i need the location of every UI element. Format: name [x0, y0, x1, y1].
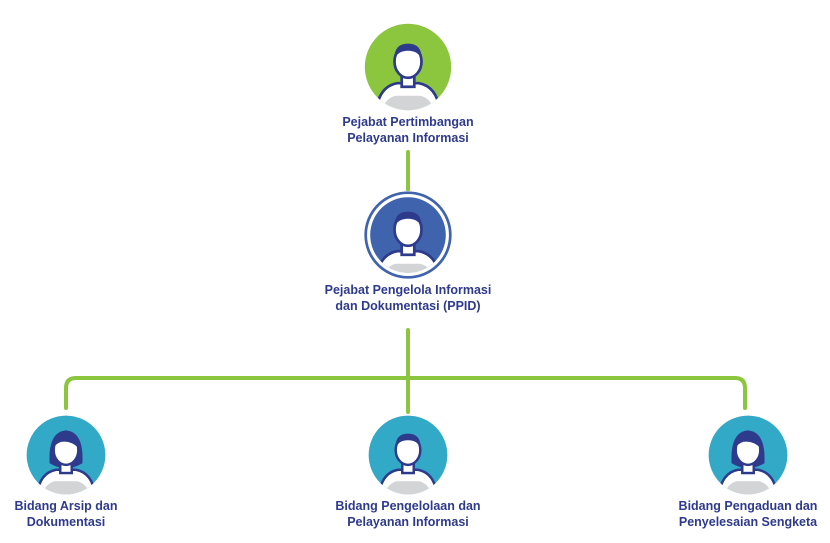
- node-left-label-line-1: Bidang Arsip dan: [14, 499, 118, 513]
- node-middle-label-line-2: dan Dokumentasi (PPID): [335, 299, 481, 313]
- node-right-label: Bidang Pengaduan dan Penyelesaian Sengke…: [638, 498, 830, 530]
- node-right-label-line-2: Penyelesaian Sengketa: [678, 515, 818, 529]
- person-female-icon: [26, 415, 106, 495]
- node-middle: Pejabat Pengelola Informasi dan Dokument…: [298, 190, 518, 314]
- node-center-label-line-2: Pelayanan Informasi: [347, 515, 469, 529]
- node-left-label: Bidang Arsip dan Dokumentasi: [0, 498, 176, 530]
- node-center-label-line-1: Bidang Pengelolaan dan: [335, 499, 481, 513]
- connector-horizontal: [64, 376, 747, 410]
- node-right: Bidang Pengaduan dan Penyelesaian Sengke…: [638, 414, 830, 530]
- person-female-icon: [708, 415, 788, 495]
- node-top-label: Pejabat Pertimbangan Pelayanan Informasi: [298, 114, 518, 146]
- person-icon: [363, 190, 453, 280]
- node-middle-label: Pejabat Pengelola Informasi dan Dokument…: [298, 282, 518, 314]
- node-left-label-line-2: Dokumentasi: [26, 515, 106, 529]
- node-center-label: Bidang Pengelolaan dan Pelayanan Informa…: [298, 498, 518, 530]
- node-middle-label-line-1: Pejabat Pengelola Informasi: [324, 283, 492, 297]
- node-center: Bidang Pengelolaan dan Pelayanan Informa…: [298, 414, 518, 530]
- person-icon: [368, 415, 448, 495]
- node-top: Pejabat Pertimbangan Pelayanan Informasi: [298, 22, 518, 146]
- node-right-label-line-1: Bidang Pengaduan dan: [678, 499, 818, 513]
- node-top-label-line-2: Pelayanan Informasi: [347, 131, 469, 145]
- node-left: Bidang Arsip dan Dokumentasi: [0, 414, 176, 530]
- node-top-label-line-1: Pejabat Pertimbangan: [342, 115, 474, 129]
- person-icon: [364, 23, 452, 111]
